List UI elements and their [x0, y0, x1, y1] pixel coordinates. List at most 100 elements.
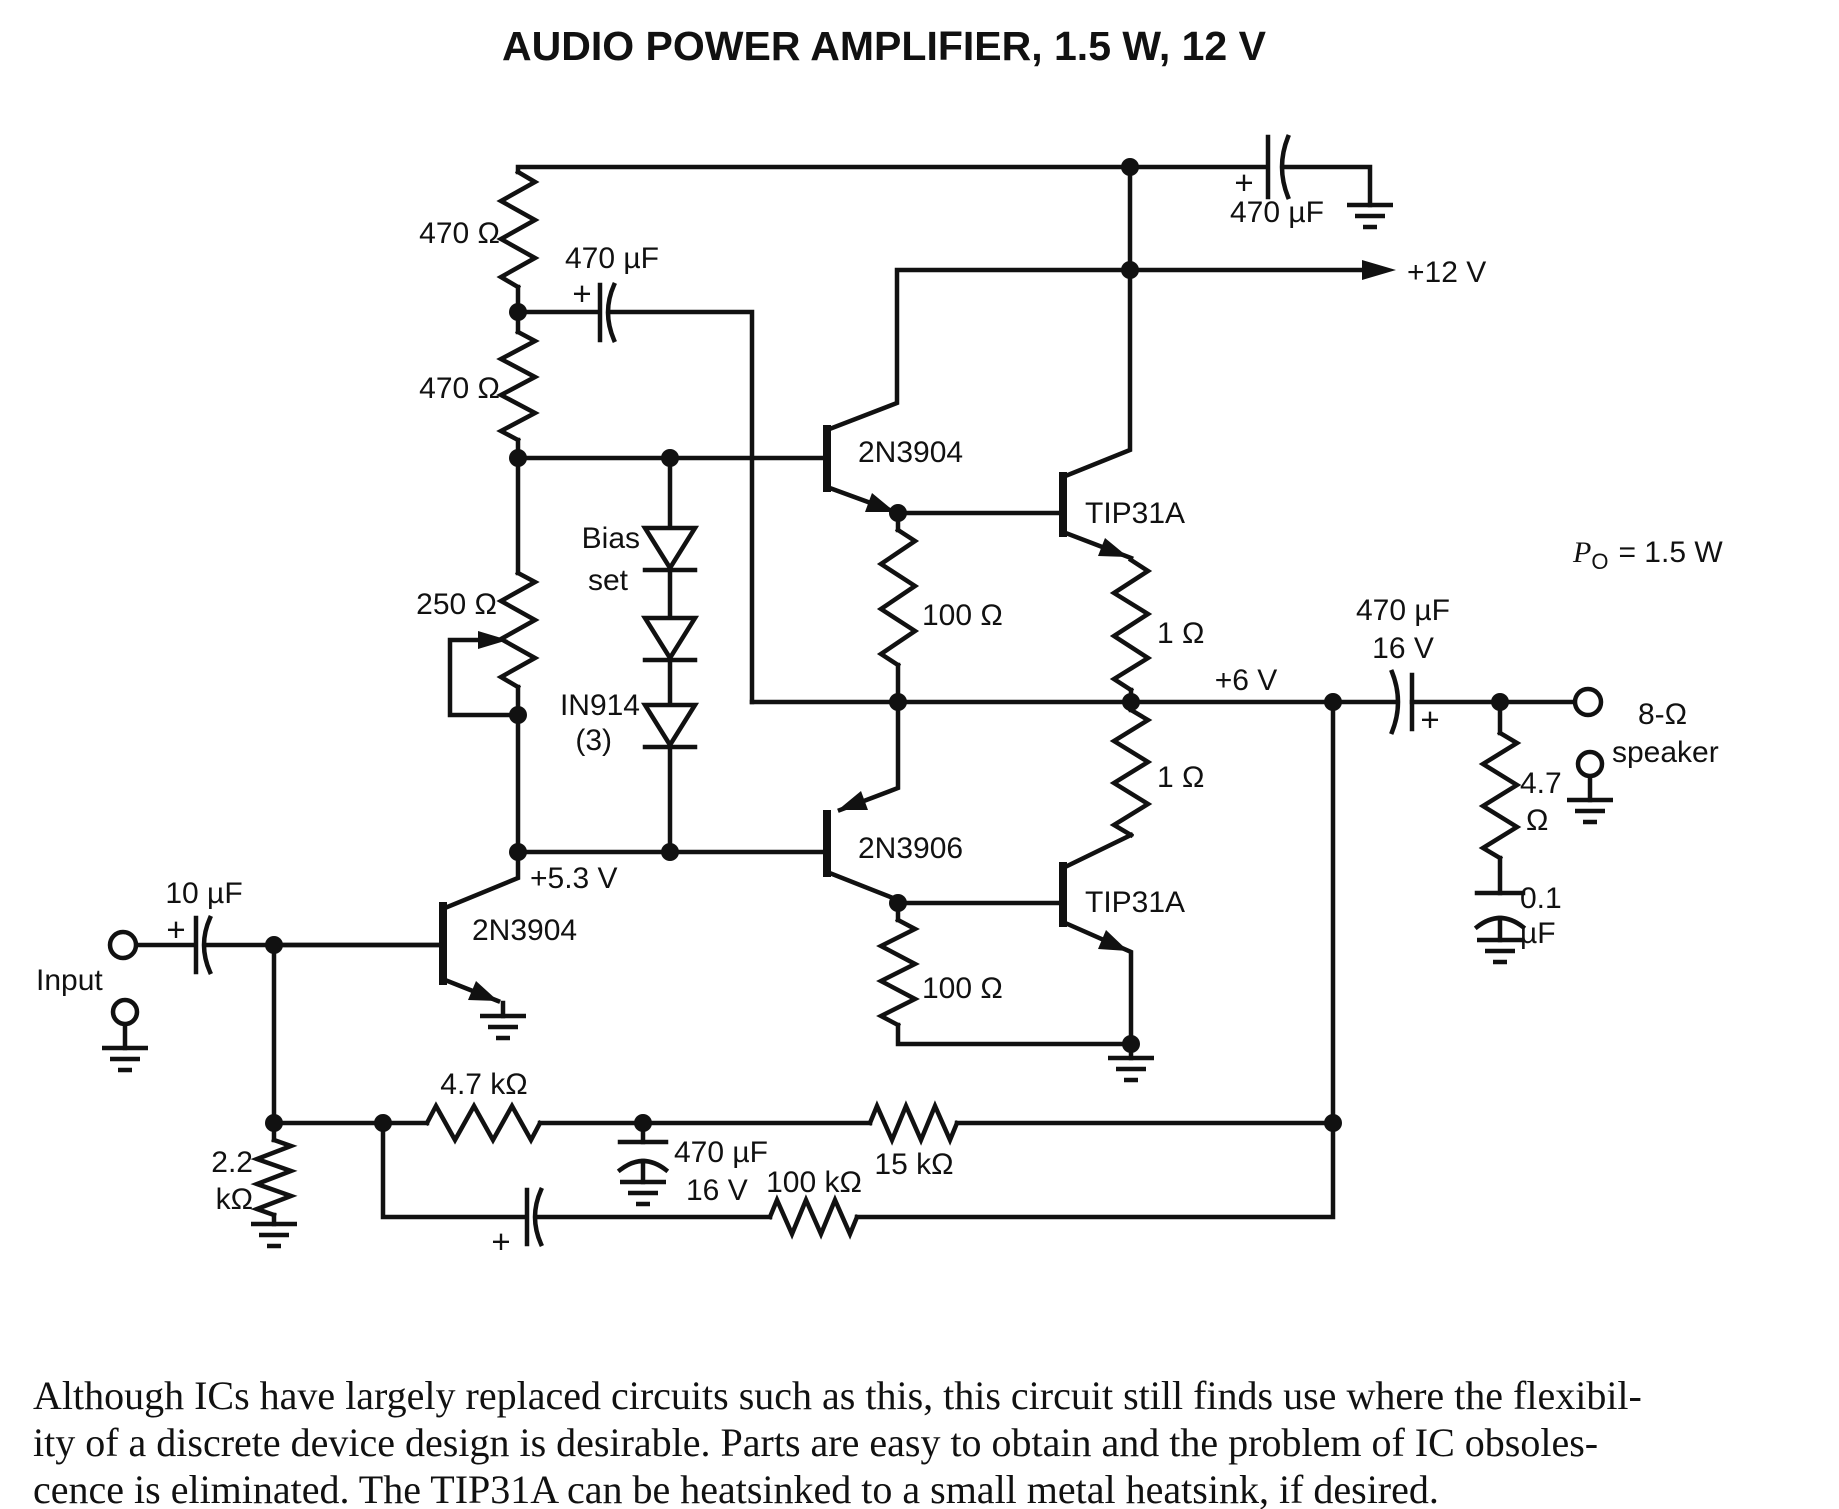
diode-icon — [640, 702, 700, 750]
resistor-4r7-value-label: 4.7 — [1520, 767, 1562, 800]
caption-line-1: Although ICs have largely replaced circu… — [33, 1373, 1642, 1418]
input-label: Input — [36, 964, 103, 997]
transistor-q5-2n3904: 2N3904 — [271, 902, 577, 1001]
capacitor-bootstrap: + 470 µF — [565, 242, 659, 343]
capacitor-bottom-coupling: + — [491, 1187, 544, 1260]
rail-12v-label: +12 V — [1407, 256, 1486, 289]
node-6v-label: +6 V — [1215, 664, 1278, 697]
capacitor-supply-bypass: + 470 µF — [1230, 134, 1393, 229]
power-labels: +12 V +6 V +5.3 V — [530, 256, 1486, 895]
emitter-arrow-icon — [468, 981, 498, 1001]
capacitor-output-voltage-label: 16 V — [1372, 632, 1434, 665]
emitter-arrow-icon — [1098, 538, 1128, 557]
transistor-q4-tip31a: TIP31A — [1059, 862, 1185, 951]
plus-sign: + — [491, 1223, 510, 1260]
plus-sign: + — [1234, 164, 1253, 201]
potentiometer-250: 250 Ω — [416, 569, 540, 718]
supply-arrow-icon — [1362, 260, 1396, 280]
emitter-arrow-icon — [838, 791, 868, 810]
speaker-return-terminal — [1575, 749, 1605, 779]
speaker-impedance-label: 8-Ω — [1638, 698, 1687, 731]
resistor-470-bottom: 470 Ω — [419, 328, 540, 444]
resistor-4r7-zobel: 4.7 Ω — [1478, 729, 1562, 862]
resistor-15k-feedback: 15 kΩ — [867, 1100, 960, 1181]
output-power-label: PO= 1.5 W — [1572, 536, 1723, 574]
capacitor-zobel: 0.1 µF — [1473, 882, 1562, 962]
transistor-q1-label: 2N3904 — [858, 436, 963, 469]
input-return-terminal — [110, 997, 140, 1027]
bias-set-label-1: Bias — [582, 522, 640, 555]
potentiometer-250-label: 250 Ω — [416, 588, 497, 621]
resistor-100-lower: 100 Ω — [876, 916, 1003, 1029]
ground-icon — [1108, 1058, 1154, 1080]
resistor-1ohm-upper: 1 Ω — [1109, 556, 1204, 694]
resistor-4k7-feedback: 4.7 kΩ — [423, 1068, 544, 1145]
caption-line-3: cence is eliminated. The TIP31A can be h… — [33, 1467, 1439, 1509]
transistor-q4-label: TIP31A — [1085, 886, 1185, 919]
capacitor-feedback-voltage-label: 16 V — [686, 1174, 748, 1207]
resistor-100-upper: 100 Ω — [876, 526, 1003, 669]
resistor-1ohm-lower: 1 Ω — [1109, 706, 1204, 839]
capacitor-output: + 470 µF 16 V — [1356, 594, 1450, 738]
node-5v3-label: +5.3 V — [530, 862, 618, 895]
resistor-1ohm-lower-label: 1 Ω — [1157, 761, 1204, 794]
resistor-100-upper-label: 100 Ω — [922, 599, 1003, 632]
resistor-470-top-label: 470 Ω — [419, 217, 500, 250]
resistor-4r7-unit-label: Ω — [1526, 804, 1548, 837]
page-title: AUDIO POWER AMPLIFIER, 1.5 W, 12 V — [502, 23, 1267, 69]
ground-icon — [1477, 940, 1523, 962]
capacitor-feedback-shunt: 470 µF 16 V — [616, 1136, 768, 1207]
resistor-100-lower-label: 100 Ω — [922, 972, 1003, 1005]
resistor-470-bottom-label: 470 Ω — [419, 372, 500, 405]
plus-sign: + — [572, 275, 591, 312]
capacitor-zobel-value-label: 0.1 — [1520, 882, 1562, 915]
speaker-label: speaker — [1612, 736, 1719, 769]
diode-icon — [640, 615, 700, 663]
bias-diode-chain: Bias set IN914 (3) — [560, 522, 700, 757]
capacitor-feedback-value-label: 470 µF — [674, 1136, 768, 1169]
transistor-q3-label: 2N3906 — [858, 832, 963, 865]
ground-icon — [1567, 800, 1613, 822]
capacitor-bootstrap-label: 470 µF — [565, 242, 659, 275]
caption: Although ICs have largely replaced circu… — [33, 1373, 1642, 1509]
speaker-terminal — [1572, 686, 1604, 718]
resistor-2k2: 2.2 kΩ — [211, 1137, 298, 1218]
ground-icon — [102, 1048, 148, 1070]
ground-icon — [620, 1182, 666, 1204]
emitter-arrow-icon — [1098, 930, 1128, 951]
resistor-2k2-value-label: 2.2 — [211, 1146, 253, 1179]
output-section: 8-Ω speaker PO= 1.5 W — [1567, 536, 1723, 822]
resistor-100k-feedback: 100 kΩ — [766, 1166, 862, 1240]
ground-icon — [480, 1016, 526, 1038]
junction-dots — [265, 158, 1509, 1132]
input-section: Input — [36, 929, 148, 1070]
transistor-q2-tip31a: TIP31A — [1059, 472, 1185, 557]
diode-qty-label: (3) — [575, 724, 612, 757]
transistor-q3-2n3906: 2N3906 — [823, 791, 963, 877]
wiper-arrow-icon — [478, 631, 508, 649]
resistor-100k-label: 100 kΩ — [766, 1166, 862, 1199]
bias-set-label-2: set — [588, 564, 629, 597]
diode-part-label: IN914 — [560, 689, 640, 722]
ground-icon — [251, 1224, 297, 1246]
transistor-q2-label: TIP31A — [1085, 497, 1185, 530]
resistor-1ohm-upper-label: 1 Ω — [1157, 617, 1204, 650]
capacitor-output-value-label: 470 µF — [1356, 594, 1450, 627]
diode-icon — [640, 525, 700, 573]
resistor-15k-label: 15 kΩ — [874, 1148, 953, 1181]
plus-sign: + — [1420, 701, 1439, 738]
transistor-q1-2n3904: 2N3904 — [823, 425, 963, 512]
capacitor-zobel-unit-label: µF — [1520, 917, 1556, 950]
wires — [122, 164, 1593, 1227]
input-terminal — [107, 929, 139, 961]
caption-line-2: ity of a discrete device design is desir… — [33, 1420, 1598, 1465]
resistor-4k7-label: 4.7 kΩ — [440, 1068, 527, 1101]
ground-icon — [1347, 205, 1393, 227]
emitter-arrow-icon — [865, 493, 895, 512]
resistor-2k2-unit-label: kΩ — [216, 1183, 253, 1216]
resistor-470-top: 470 Ω — [419, 168, 540, 291]
capacitor-input-label: 10 µF — [165, 877, 242, 910]
capacitor-input: + 10 µF — [165, 877, 243, 975]
